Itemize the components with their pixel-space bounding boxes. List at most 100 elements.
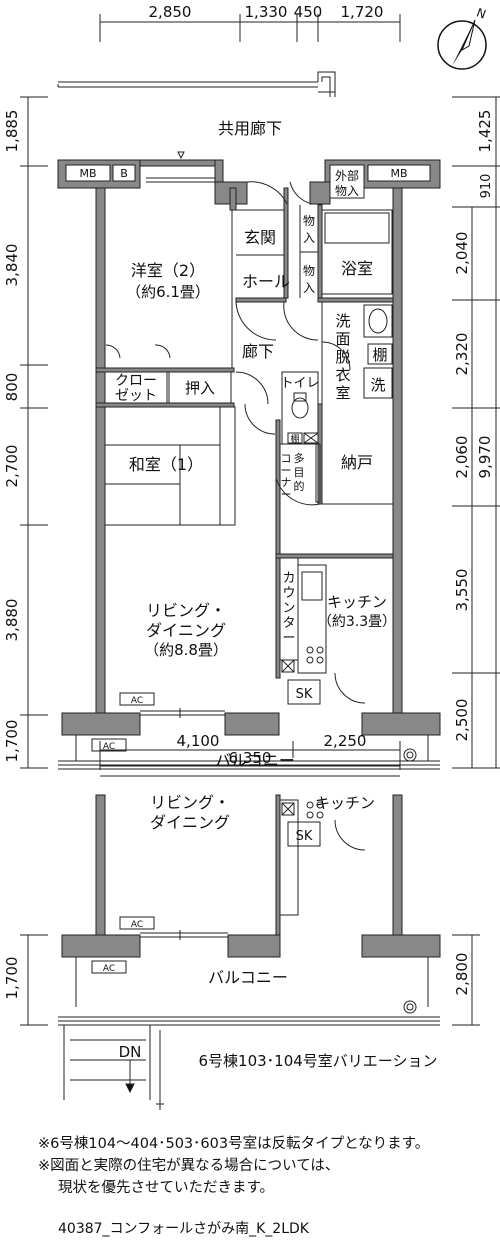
note-3: 現状を優先させていただきます。: [58, 1180, 275, 1196]
hall-label: ホール: [242, 272, 290, 291]
multi-2: 目: [294, 466, 305, 479]
bottom-dimension: [100, 775, 400, 777]
var-dn: DN: [119, 1043, 142, 1061]
balcony-label: バルコニー: [215, 751, 295, 770]
washroom-5: 室: [335, 384, 350, 402]
dim-left-3: 800: [3, 373, 21, 402]
western-label: 洋室（2）: [131, 261, 205, 280]
storage-out-2: 物入: [335, 184, 359, 198]
width-dim-block: [99, 741, 401, 770]
dim-left-6: 1,700: [3, 720, 21, 763]
dim-left-4: 2,700: [3, 445, 21, 488]
dim-left-5: 3,880: [3, 599, 21, 642]
closet1-a: 物: [303, 214, 315, 228]
dim-bottom-2: 2,250: [324, 732, 367, 750]
dim-top-2: 1,330: [245, 3, 288, 21]
var-kitchen: キッチン: [315, 794, 375, 812]
washroom-4: 衣: [335, 366, 350, 384]
var-dim-right: 2,800: [453, 953, 471, 996]
sk-label: SK: [296, 687, 313, 702]
mb-label-right: MB: [390, 167, 407, 180]
dim-top-4: 1,720: [341, 3, 384, 21]
closet-w-2: ゼット: [115, 388, 157, 404]
var-living-2: ダイニング: [150, 813, 230, 832]
washer-label: 洗: [370, 376, 385, 394]
var-caption: 6号棟103･104号室バリエーション: [198, 1052, 437, 1070]
counter-5: ー: [282, 631, 295, 646]
closet2-b: 入: [303, 281, 315, 295]
note-1: ※6号棟104〜404･503･603号室は反転タイプとなります。: [38, 1136, 430, 1152]
dim-right-1: 1,425: [476, 110, 494, 153]
ac-label-1: AC: [131, 696, 143, 706]
dim-right-4: 2,320: [453, 333, 471, 376]
dim-right-6: 3,550: [453, 569, 471, 612]
b-label: B: [120, 167, 128, 180]
var-sk: SK: [296, 829, 313, 844]
washroom-1: 洗: [335, 312, 350, 330]
counter-2: ウ: [282, 586, 295, 601]
japanese-label: 和室（1）: [129, 455, 203, 474]
closet-w-1: クロー: [115, 373, 157, 389]
ac-label-2: AC: [103, 742, 115, 752]
counter-4: タ: [282, 616, 295, 631]
compass-icon: N: [437, 5, 488, 70]
top-dimension: [99, 14, 401, 42]
dim-right-7: 2,500: [453, 699, 471, 742]
multi-5: ー: [281, 464, 292, 477]
variation-plan: [58, 794, 441, 1110]
dim-left-2: 3,840: [3, 244, 21, 287]
nando-label: 納戸: [341, 453, 373, 472]
dim-bottom-1: 4,100: [177, 732, 220, 750]
multi-4: コ: [281, 452, 292, 465]
storage-out-1: 外部: [335, 168, 359, 183]
multi-7: ー: [281, 488, 292, 501]
multi-3: 的: [294, 479, 305, 493]
var-dim-left: 1,700: [3, 957, 21, 1000]
multi-1: 多: [294, 451, 305, 465]
dim-bottom-total: 6,350: [229, 749, 272, 767]
washroom-3: 脱: [335, 348, 350, 366]
dim-left-1: 1,885: [3, 110, 21, 153]
dim-right-3: 2,040: [453, 232, 471, 275]
width-lines-real: [100, 749, 400, 751]
counter-3: ン: [282, 601, 295, 616]
var-ac-2: AC: [103, 964, 115, 974]
var-balcony: バルコニー: [208, 968, 288, 987]
plan-code: 40387_コンフォールさがみ南_K_2LDK: [58, 1221, 309, 1237]
stair-rail: [57, 71, 336, 97]
var-living-1: リビング・: [150, 793, 230, 812]
living-1: リビング・: [146, 601, 226, 620]
mb-label-left: MB: [79, 167, 96, 180]
dim-right-total: 9,970: [476, 436, 494, 479]
kitchen-size: （約3.3畳）: [318, 614, 396, 630]
closet2-a: 物: [303, 264, 315, 278]
note-2: ※図面と実際の住宅が異なる場合については、: [38, 1158, 340, 1174]
toilet-label: トイレ: [280, 376, 319, 391]
shelf-label: 棚: [372, 346, 387, 364]
multi-6: ナ: [281, 476, 292, 489]
oshiire-label: 押入: [185, 379, 215, 397]
corridor-label: 共用廊下: [218, 119, 282, 138]
dim-top-1: 2,850: [149, 3, 192, 21]
left-dimension: [20, 96, 48, 769]
right-dimension: [452, 96, 500, 769]
western-size: （約6.1畳）: [126, 283, 210, 301]
bath-label: 浴室: [341, 259, 373, 278]
interior-lines: [58, 151, 440, 770]
living-2: ダイニング: [146, 621, 226, 640]
dim-right-2: 910: [479, 174, 494, 199]
walls: [57, 159, 441, 736]
var-ac-1: AC: [131, 920, 143, 930]
living-size: （約8.8畳）: [144, 641, 228, 659]
kitchen-label: キッチン: [327, 593, 387, 611]
washroom-2: 面: [335, 330, 350, 348]
dim-right-5: 2,060: [453, 436, 471, 479]
variation-dims: [20, 934, 480, 1026]
toilet-shelf: 棚: [290, 433, 299, 445]
compass-n: N: [475, 5, 488, 21]
hallway-label: 廊下: [242, 342, 274, 361]
doors: [105, 181, 366, 704]
closet1-b: 入: [303, 231, 315, 245]
dim-top-3: 450: [294, 3, 323, 21]
